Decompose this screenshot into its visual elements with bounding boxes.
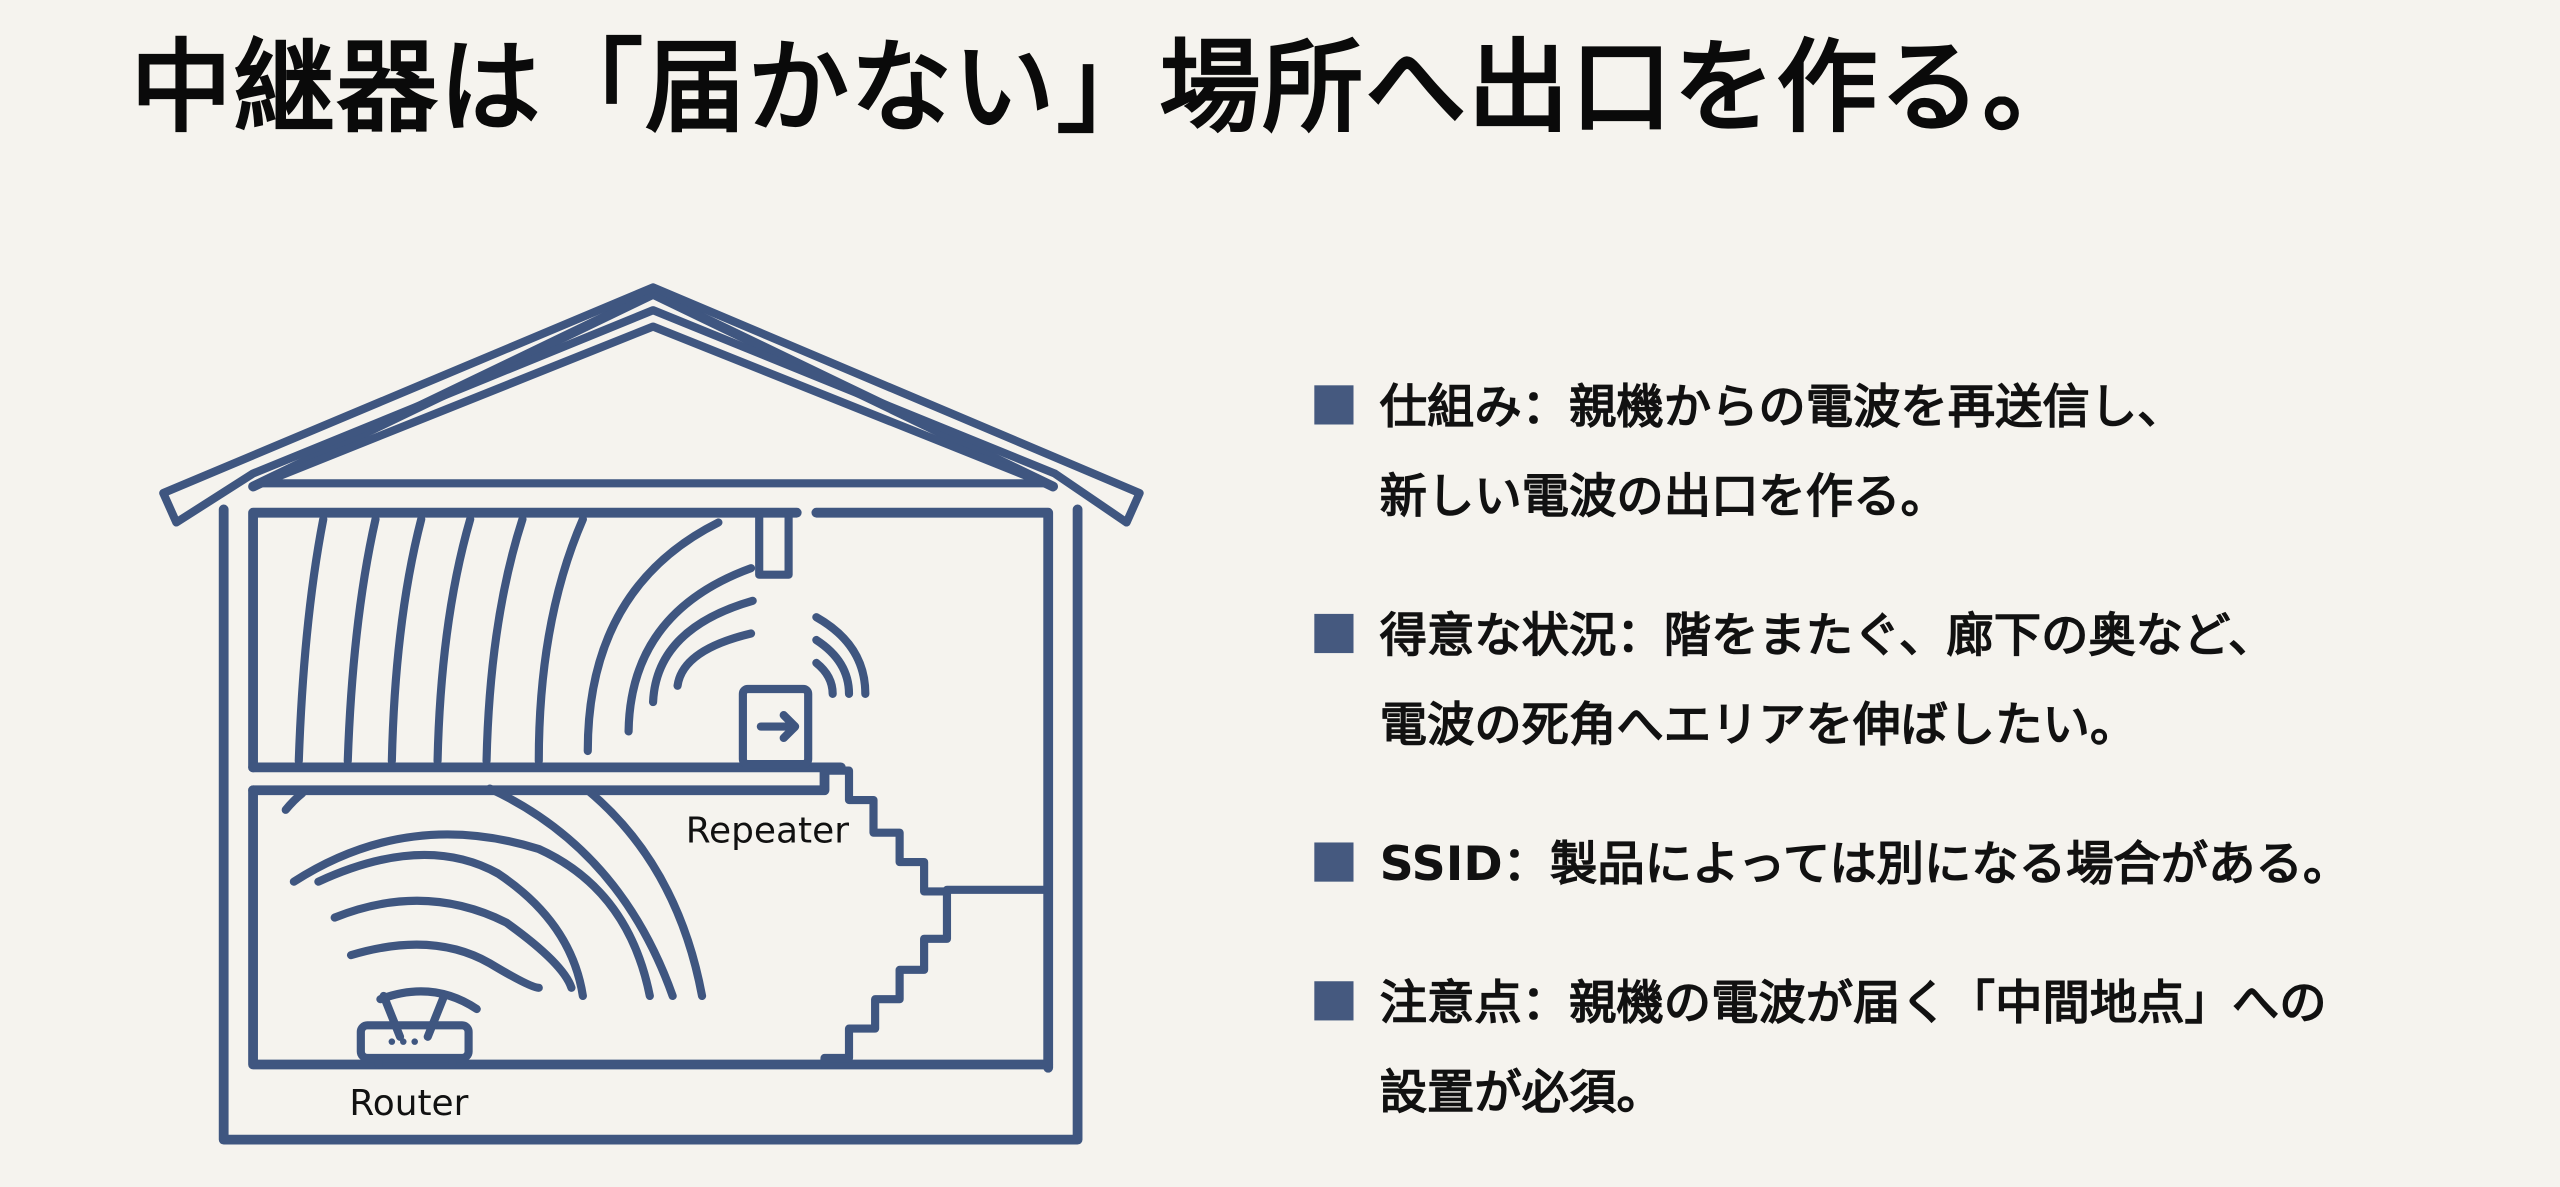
router-signal-waves: [281, 784, 707, 1014]
bullet-text: 注意点：親機の電波が届く「中間地点」への: [1379, 974, 2327, 1031]
bullet-text: 設置が必須。: [1379, 1064, 1664, 1121]
bullet-caution: 注意点：親機の電波が届く「中間地点」への 設置が必須。: [1314, 958, 2522, 1138]
staircase: [820, 766, 952, 1069]
bullet-square-icon: [1314, 842, 1354, 882]
bullet-square-icon: [1314, 385, 1354, 425]
bullet-mechanism: 仕組み：親機からの電波を再送信し、 新しい電波の出口を作る。: [1314, 362, 2522, 542]
router-icon: [356, 991, 473, 1069]
bullet-text: 新しい電波の出口を作る。: [1379, 468, 1948, 525]
bullet-square-icon: [1314, 981, 1354, 1021]
wifi-waves-icon: [812, 613, 870, 698]
bullet-text: 得意な状況：階をまたぐ、廊下の奥など、: [1379, 607, 2276, 663]
bullet-ssid: SSID：製品によっては別になる場合がある。: [1314, 820, 2522, 910]
house-walls: [218, 504, 1083, 1145]
repeater-icon: [738, 684, 813, 769]
roof-icon: [159, 283, 1144, 527]
bullet-text: 電波の死角へエリアを伸ばしたい。: [1379, 697, 2138, 753]
slide-title: 中継器は「届かない」場所へ出口を作る。: [130, 27, 2085, 147]
repeater-label: Repeater: [686, 810, 849, 851]
bullet-text: 仕組み：親機からの電波を再送信し、: [1379, 378, 2185, 435]
repeater-signal-waves: [294, 515, 757, 765]
router-label: Router: [349, 1083, 468, 1124]
bullet-list: 仕組み：親機からの電波を再送信し、 新しい電波の出口を作る。 得意な状況：階をま…: [1314, 362, 2522, 1187]
bullet-square-icon: [1314, 613, 1354, 654]
bullet-text: SSID：製品によっては別になる場合がある。: [1379, 835, 2351, 892]
bullet-use-case: 得意な状況：階をまたぐ、廊下の奥など、 電波の死角へエリアを伸ばしたい。: [1314, 591, 2522, 771]
